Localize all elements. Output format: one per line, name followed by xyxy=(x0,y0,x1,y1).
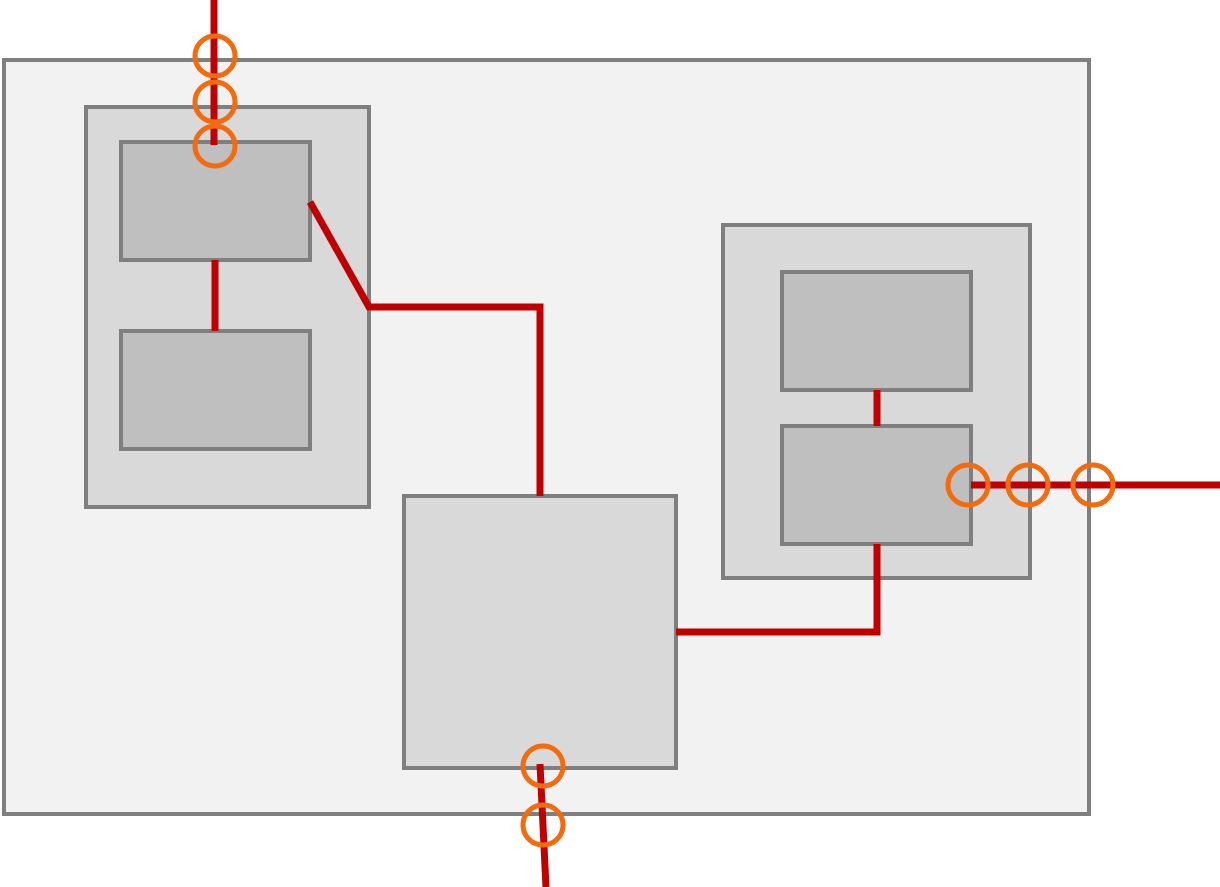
wire-left-to-center xyxy=(306,200,544,496)
right-top-block xyxy=(780,270,973,392)
port-ring-right-3 xyxy=(1070,462,1116,508)
center-block xyxy=(402,494,678,770)
left-top-block xyxy=(119,140,312,262)
wire-center-to-right xyxy=(676,544,881,636)
port-ring-top-3 xyxy=(192,123,238,169)
port-ring-right-1 xyxy=(945,462,991,508)
left-bottom-block xyxy=(119,329,312,451)
port-ring-bottom-2 xyxy=(520,802,566,848)
port-ring-right-2 xyxy=(1005,462,1051,508)
right-bottom-block xyxy=(780,424,973,546)
port-ring-top-2 xyxy=(192,79,238,125)
port-ring-bottom-1 xyxy=(520,743,566,789)
port-ring-top-1 xyxy=(192,33,238,79)
